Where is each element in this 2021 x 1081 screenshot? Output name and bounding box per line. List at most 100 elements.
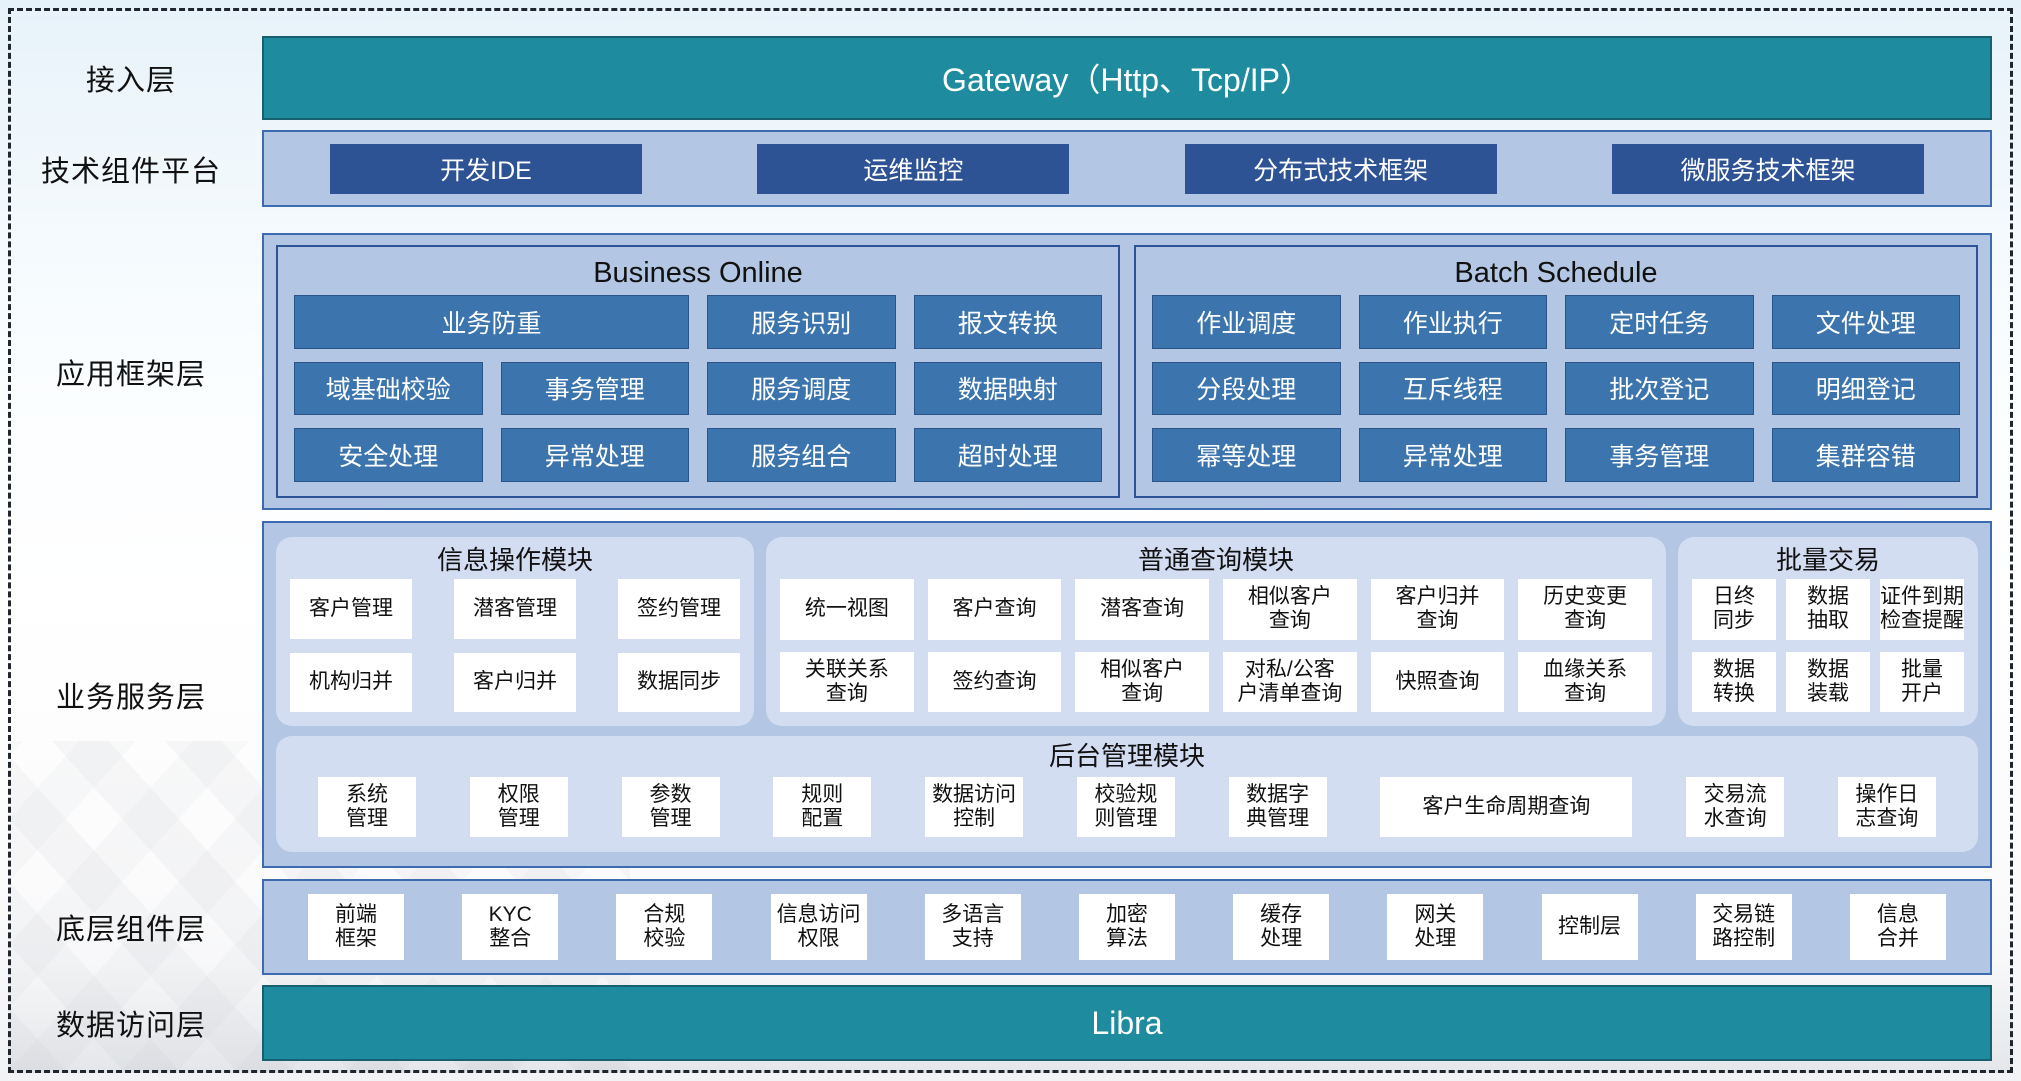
batch-schedule-grid: 作业调度作业执行定时任务文件处理分段处理互斥线程批次登记明细登记幂等处理异常处理…: [1152, 295, 1960, 482]
business-modules-row: 信息操作模块 客户管理潜客管理签约管理机构归并客户归并数据同步 普通查询模块 统…: [276, 537, 1978, 726]
service-tile: 机构归并: [290, 652, 412, 712]
service-tile: 数据 转换: [1692, 651, 1776, 712]
app-framework-panel: Business Online 业务防重服务识别报文转换域基础校验事务管理服务调…: [262, 233, 1992, 510]
admin-tile: 系统 管理: [318, 777, 416, 837]
base-component-tile: 多语言 支持: [924, 894, 1021, 960]
module-common-query-title: 普通查询模块: [1137, 545, 1294, 575]
layer-label-business-service: 业务服务层: [55, 681, 206, 714]
framework-tile: 事务管理: [500, 361, 689, 416]
base-component-tile: 交易链 路控制: [1695, 894, 1792, 960]
service-tile: 客户查询: [927, 579, 1062, 640]
module-info-ops: 信息操作模块 客户管理潜客管理签约管理机构归并客户归并数据同步: [276, 537, 754, 726]
module-info-ops-grid: 客户管理潜客管理签约管理机构归并客户归并数据同步: [290, 579, 740, 712]
service-tile: 快照查询: [1370, 651, 1505, 712]
framework-tile: 服务组合: [707, 428, 896, 482]
framework-tile: 事务管理: [1565, 428, 1754, 482]
layer-base-components: 底层组件层 前端 框架 KYC 整合合规 校验信息访问 权限多语言 支持加密 算法…: [0, 879, 2021, 975]
module-common-query-grid: 统一视图客户查询潜客查询相似客户 查询客户归并 查询历史变更 查询关联关系 查询…: [780, 579, 1652, 712]
service-tile: 客户管理: [290, 579, 412, 639]
framework-tile: 报文转换: [913, 295, 1102, 349]
framework-tile: 服务识别: [707, 295, 896, 349]
admin-tile: 校验规 则管理: [1076, 777, 1175, 837]
service-tile: 签约查询: [927, 651, 1062, 712]
layer-label-access: 接入层: [85, 65, 176, 97]
framework-tile: 作业执行: [1358, 295, 1547, 349]
admin-tile: 参数 管理: [621, 777, 720, 837]
tech-platform-button: 开发IDE: [330, 143, 642, 194]
service-tile: 统一视图: [780, 579, 914, 640]
business-online-title: Business Online: [593, 257, 803, 289]
framework-tile: 异常处理: [500, 428, 689, 482]
framework-tile: 异常处理: [1358, 428, 1547, 482]
admin-tile: 规则 配置: [773, 777, 872, 837]
framework-tile: 明细登记: [1771, 361, 1960, 416]
service-tile: 客户归并: [454, 652, 576, 712]
base-component-tile: 合规 校验: [616, 894, 713, 960]
base-component-tile: 前端 框架: [308, 894, 404, 960]
business-service-panel: 信息操作模块 客户管理潜客管理签约管理机构归并客户归并数据同步 普通查询模块 统…: [262, 521, 1992, 868]
framework-tile: 数据映射: [913, 361, 1102, 416]
service-tile: 批量 开户: [1880, 651, 1964, 712]
layer-label-data-access: 数据访问层: [55, 1010, 206, 1042]
framework-tile: 域基础校验: [294, 361, 483, 416]
layer-label-base-components: 底层组件层: [55, 914, 206, 946]
module-backend-admin-row: 系统 管理权限 管理参数 管理规则 配置数据访问 控制校验规 则管理数据字 典管…: [318, 774, 1936, 840]
framework-tile: 安全处理: [294, 428, 483, 482]
framework-tile: 文件处理: [1771, 295, 1960, 349]
module-backend-admin: 后台管理模块 系统 管理权限 管理参数 管理规则 配置数据访问 控制校验规 则管…: [276, 736, 1978, 852]
service-tile: 相似客户 查询: [1223, 579, 1357, 640]
base-component-tile: KYC 整合: [462, 894, 559, 960]
libra-bar: Libra: [262, 985, 1992, 1061]
base-component-tile: 控制层: [1541, 894, 1638, 960]
layer-app-framework: 应用框架层 Business Online 业务防重服务识别报文转换域基础校验事…: [0, 233, 2021, 510]
layer-data-access: 数据访问层 Libra: [0, 985, 2021, 1061]
service-tile: 潜客管理: [454, 579, 576, 639]
framework-tile: 幂等处理: [1152, 428, 1341, 482]
admin-tile: 数据访问 控制: [925, 777, 1024, 837]
service-tile: 证件到期 检查提醒: [1880, 579, 1964, 640]
gateway-bar: Gateway（Http、Tcp/IP）: [262, 36, 1992, 120]
business-online-panel: Business Online 业务防重服务识别报文转换域基础校验事务管理服务调…: [276, 245, 1120, 498]
service-tile: 潜客查询: [1075, 579, 1209, 640]
admin-tile: 客户生命周期查询: [1380, 777, 1633, 837]
framework-tile: 定时任务: [1565, 295, 1754, 349]
service-tile: 数据 装载: [1786, 651, 1870, 712]
module-info-ops-title: 信息操作模块: [436, 545, 593, 575]
framework-tile: 批次登记: [1565, 361, 1754, 416]
service-tile: 对私/公客 户清单查询: [1223, 651, 1357, 712]
layer-business-service: 业务服务层 信息操作模块 客户管理潜客管理签约管理机构归并客户归并数据同步 普通…: [0, 521, 2021, 868]
batch-schedule-panel: Batch Schedule 作业调度作业执行定时任务文件处理分段处理互斥线程批…: [1134, 245, 1978, 498]
module-batch-trade-title: 批量交易: [1775, 545, 1880, 575]
batch-schedule-title: Batch Schedule: [1454, 257, 1658, 289]
base-components-panel: 前端 框架 KYC 整合合规 校验信息访问 权限多语言 支持加密 算法缓存 处理网…: [262, 879, 1992, 975]
framework-tile-wide: 业务防重: [294, 295, 689, 349]
framework-tile: 超时处理: [913, 428, 1102, 482]
base-components-row: 前端 框架 KYC 整合合规 校验信息访问 权限多语言 支持加密 算法缓存 处理网…: [264, 881, 1990, 973]
module-backend-admin-title: 后台管理模块: [1048, 741, 1205, 771]
base-component-tile: 网关 处理: [1387, 894, 1484, 960]
module-batch-trade: 批量交易 日终 同步数据 抽取证件到期 检查提醒数据 转换数据 装载批量 开户: [1678, 537, 1978, 726]
service-tile: 历史变更 查询: [1518, 579, 1652, 640]
framework-tile: 集群容错: [1771, 428, 1960, 482]
base-component-tile: 信息 合并: [1849, 894, 1946, 960]
admin-tile: 交易流 水查询: [1686, 777, 1785, 837]
tech-platform-button: 微服务技术框架: [1611, 143, 1924, 194]
module-batch-trade-grid: 日终 同步数据 抽取证件到期 检查提醒数据 转换数据 装载批量 开户: [1692, 579, 1964, 712]
base-component-tile: 加密 算法: [1078, 894, 1175, 960]
service-tile: 客户归并 查询: [1370, 579, 1505, 640]
admin-tile: 操作日 志查询: [1837, 777, 1936, 837]
layer-label-tech-platform: 技术组件平台: [40, 155, 221, 188]
base-component-tile: 信息访问 权限: [770, 894, 867, 960]
service-tile: 血缘关系 查询: [1518, 651, 1652, 712]
service-tile: 日终 同步: [1692, 579, 1776, 640]
admin-tile: 权限 管理: [469, 777, 568, 837]
service-tile: 数据同步: [618, 652, 740, 712]
framework-tile: 服务调度: [707, 361, 896, 416]
base-component-tile: 缓存 处理: [1233, 894, 1330, 960]
tech-platform-button: 分布式技术框架: [1184, 143, 1497, 194]
service-tile: 关联关系 查询: [780, 651, 914, 712]
